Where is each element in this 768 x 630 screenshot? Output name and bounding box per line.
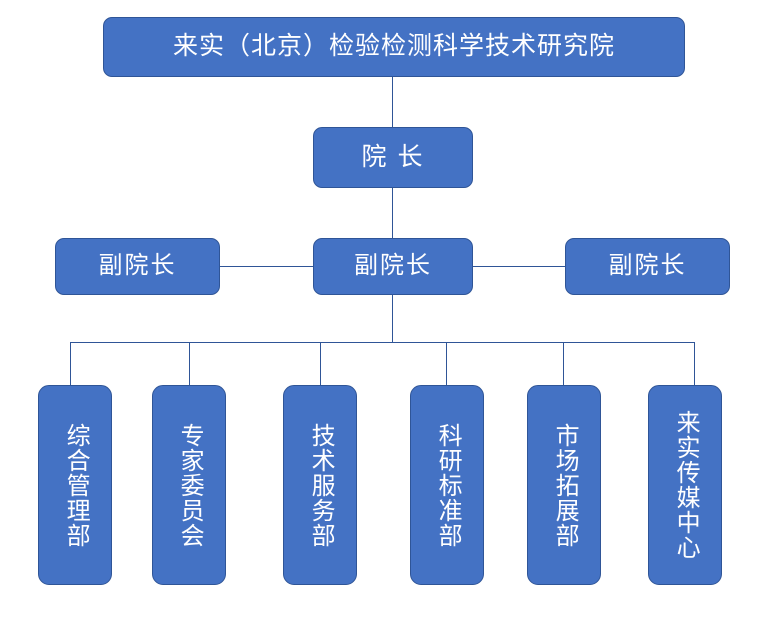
org-node-root[interactable]: 来实（北京）检验检测科学技术研究院 xyxy=(103,17,685,77)
org-node-deputy-right[interactable]: 副院长 xyxy=(565,238,730,295)
org-node-director[interactable]: 院 长 xyxy=(313,127,473,188)
org-node-department-market-development[interactable]: 市场拓展部 xyxy=(527,385,601,585)
org-node-department-technical-service[interactable]: 技术服务部 xyxy=(283,385,357,585)
org-node-department-laishi-media-center[interactable]: 来实传媒中心 xyxy=(648,385,722,585)
org-node-deputy-center[interactable]: 副院长 xyxy=(313,238,473,295)
org-node-department-research-standards[interactable]: 科研标准部 xyxy=(410,385,484,585)
org-node-deputy-left[interactable]: 副院长 xyxy=(55,238,220,295)
org-node-department-expert-committee[interactable]: 专家委员会 xyxy=(152,385,226,585)
org-node-department-general-management[interactable]: 综合管理部 xyxy=(38,385,112,585)
